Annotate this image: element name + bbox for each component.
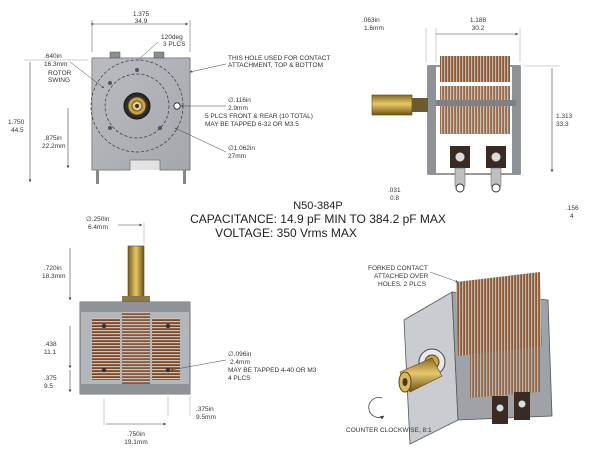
rotor-label-1: ROTOR xyxy=(48,70,72,77)
depth-mm-label: 30.2 xyxy=(472,25,485,32)
width-in-label: 1.375 xyxy=(133,11,150,18)
bottom-hole-mm-label: 2.4mm xyxy=(230,359,250,366)
front-view: 1.375 34.9 120deg 3 PLCS THIS HOLE USED … xyxy=(8,11,330,184)
center-mm-label: 22.2mm xyxy=(42,143,65,150)
width-bottom-in-label: .750in xyxy=(127,431,145,438)
rotor-label-2: SWING xyxy=(48,77,70,84)
shaft-dia-in-label: ∅.250in xyxy=(86,216,110,223)
dim438-mm-label: 11.1 xyxy=(44,349,57,356)
width-bottom-mm-label: 19.1mm xyxy=(124,439,147,446)
center-in-label: .875in xyxy=(44,135,62,142)
forked-contact-note-2: ATTACHED OVER xyxy=(374,273,429,280)
bottom-hole-in-label: ∅.096in xyxy=(228,351,252,358)
hole-dia-mm-label: 2.9mm xyxy=(228,105,248,112)
thick-in-label: .063in xyxy=(362,17,380,24)
pin-in-label: .156 xyxy=(566,205,579,212)
bore-mm-label: 27mm xyxy=(228,153,246,160)
rotor-in-label: .640in xyxy=(44,53,62,60)
solder-pin xyxy=(96,170,99,184)
hole-note-1: 5 PLCS FRONT & REAR (10 TOTAL) xyxy=(205,113,313,120)
title-block: N50-384P CAPACITANCE: 14.9 pF MIN TO 384… xyxy=(190,200,446,240)
spacing-in-label: .375in xyxy=(196,406,214,413)
contact-hole-note-1: THIS HOLE USED FOR CONTACT xyxy=(228,55,330,62)
angle-label: 120deg xyxy=(161,34,183,41)
depth-in-label: 1.188 xyxy=(470,17,487,24)
height-mm-label: 44.5 xyxy=(11,127,24,134)
rotor-mm-label: 16.3mm xyxy=(44,61,67,68)
voltage-spec: VOLTAGE: 350 Vrms MAX xyxy=(215,226,357,240)
hole-note-2: MAY BE TAPPED 6-32 OR M3.5 xyxy=(205,121,299,128)
pin-mm-label: 4 xyxy=(570,213,574,220)
stator-plates xyxy=(440,56,510,82)
iso-view: FORKED CONTACT ATTACHED OVER HOLES, 2 PL… xyxy=(346,265,553,445)
rotation-arrow-icon xyxy=(368,397,385,420)
angle-count-label: 3 PLCS xyxy=(163,41,186,48)
mount-hole xyxy=(108,126,112,130)
bottom-view: ∅.250in 6.4mm .720in 18.3mm .438 11.1 .3… xyxy=(42,216,317,446)
height-in-label: 1.750 xyxy=(8,119,25,126)
side-height-mm-label: 33.3 xyxy=(556,121,569,128)
dim375-mm-label: 9.5 xyxy=(44,383,53,390)
mount-hole xyxy=(108,81,112,85)
tab-in-label: .031 xyxy=(388,187,401,194)
bottom-hole-note-1: MAY BE TAPPED 4-40 OR M3 xyxy=(228,367,317,374)
forked-contact-note-1: FORKED CONTACT xyxy=(368,265,428,272)
hole-dia-in-label: ∅.116in xyxy=(228,97,251,104)
bottom-rotor xyxy=(122,312,150,384)
shaft-dia-mm-label: 6.4mm xyxy=(88,224,108,231)
solder-pin xyxy=(183,170,186,184)
shaft-len-mm-label: 18.3mm xyxy=(42,273,65,280)
dim375-in-label: .375 xyxy=(44,375,57,382)
contact-hole-note-2: ATTACHMENT, TOP & BOTTOM xyxy=(228,62,323,69)
side-view: .063in 1.6mm 1.188 30.2 1.313 33.3 .031 … xyxy=(362,17,579,220)
bore-in-label: ∅1.062in xyxy=(228,145,255,152)
mount-hole xyxy=(158,126,162,130)
spacing-mm-label: 9.5mm xyxy=(196,414,216,421)
part-number: N50-384P xyxy=(293,200,343,212)
shaft-len-in-label: .720in xyxy=(44,265,62,272)
width-mm-label: 34.9 xyxy=(135,18,148,25)
side-height-in-label: 1.313 xyxy=(556,113,573,120)
mount-hole xyxy=(173,102,181,110)
bottom-hole-note-2: 4 PLCS xyxy=(228,375,251,382)
rotation-label: COUNTER CLOCKWISE, 8:1 xyxy=(346,427,432,434)
tab-mm-label: 0.8 xyxy=(390,195,399,202)
thick-mm-label: 1.6mm xyxy=(364,25,384,32)
brass-shaft xyxy=(371,94,413,116)
capacitance-spec: CAPACITANCE: 14.9 pF MIN TO 384.2 pF MAX xyxy=(190,212,446,226)
iso-plates xyxy=(456,272,542,356)
mount-hole xyxy=(135,68,139,72)
dim438-in-label: .438 xyxy=(44,341,57,348)
forked-contact-note-3: HOLES, 2 PLCS xyxy=(378,281,427,288)
rotor-plates xyxy=(440,86,510,134)
